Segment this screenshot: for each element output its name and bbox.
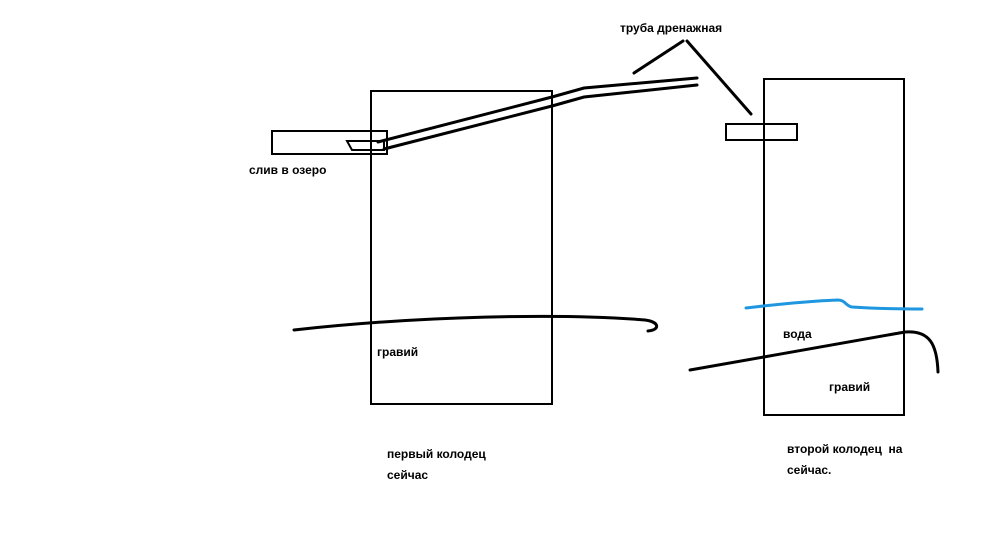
water-level-line [744, 298, 924, 311]
gravel-line-second [688, 330, 940, 374]
gravel-label-second: гравий [829, 380, 871, 394]
first-well-caption: первый колодец сейчас [387, 448, 486, 481]
second-well [763, 78, 905, 416]
pipe-leader-left [632, 39, 685, 75]
drain-outlet-pipe [271, 130, 388, 155]
second-well-caption-line2: сейчас. [787, 463, 832, 477]
second-well-caption-line1: второй колодец на [787, 442, 903, 456]
second-well-caption: второй колодец на сейчас. [787, 443, 902, 476]
second-well-pipe-inlet [725, 123, 798, 141]
drainage-pipe-upper-line [376, 76, 699, 144]
first-well-caption-line1: первый колодец [387, 447, 486, 461]
drainage-pipe-lower-line [382, 83, 699, 151]
pipe-leader-right [685, 39, 753, 116]
gravel-label-first: гравий [377, 345, 419, 359]
water-label: вода [783, 327, 812, 341]
gravel-line-first [292, 314, 659, 333]
first-well-caption-line2: сейчас [387, 468, 429, 482]
pipe-label: труба дренажная [620, 21, 723, 35]
drain-label: слив в озеро [249, 163, 327, 177]
first-well [370, 90, 553, 405]
